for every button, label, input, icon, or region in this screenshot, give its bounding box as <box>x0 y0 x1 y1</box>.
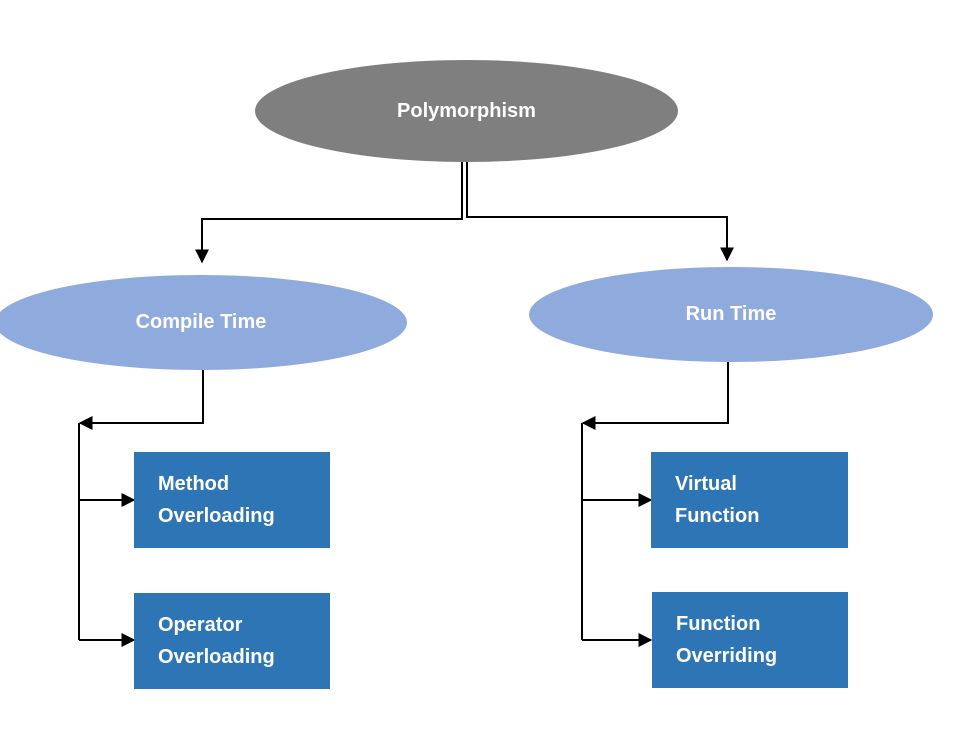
node-polymorphism: Polymorphism <box>255 60 678 162</box>
node-function-overriding-label: Function Overriding <box>676 613 778 667</box>
node-virtual-function-label: Virtual Function <box>675 473 760 527</box>
node-compile-time-label: Compile Time <box>135 311 267 333</box>
node-operator-overloading: Operator Overloading <box>134 593 330 689</box>
node-polymorphism-label: Polymorphism <box>397 99 536 122</box>
node-function-overriding: Function Overriding <box>652 592 848 688</box>
node-virtual-function: Virtual Function <box>651 452 848 548</box>
connector-compile-time-elbow <box>78 370 204 430</box>
node-run-time: Run Time <box>529 267 933 362</box>
node-method-overloading-label: Method Overloading <box>158 473 275 527</box>
node-method-overloading: Method Overloading <box>134 452 330 548</box>
connector-root-to-run-time <box>466 162 734 262</box>
connector-run-time-elbow <box>581 362 729 430</box>
node-run-time-label: Run Time <box>685 303 777 325</box>
node-compile-time: Compile Time <box>0 275 407 370</box>
node-operator-overloading-label: Operator Overloading <box>158 614 275 668</box>
connector-root-to-compile-time <box>195 162 463 264</box>
